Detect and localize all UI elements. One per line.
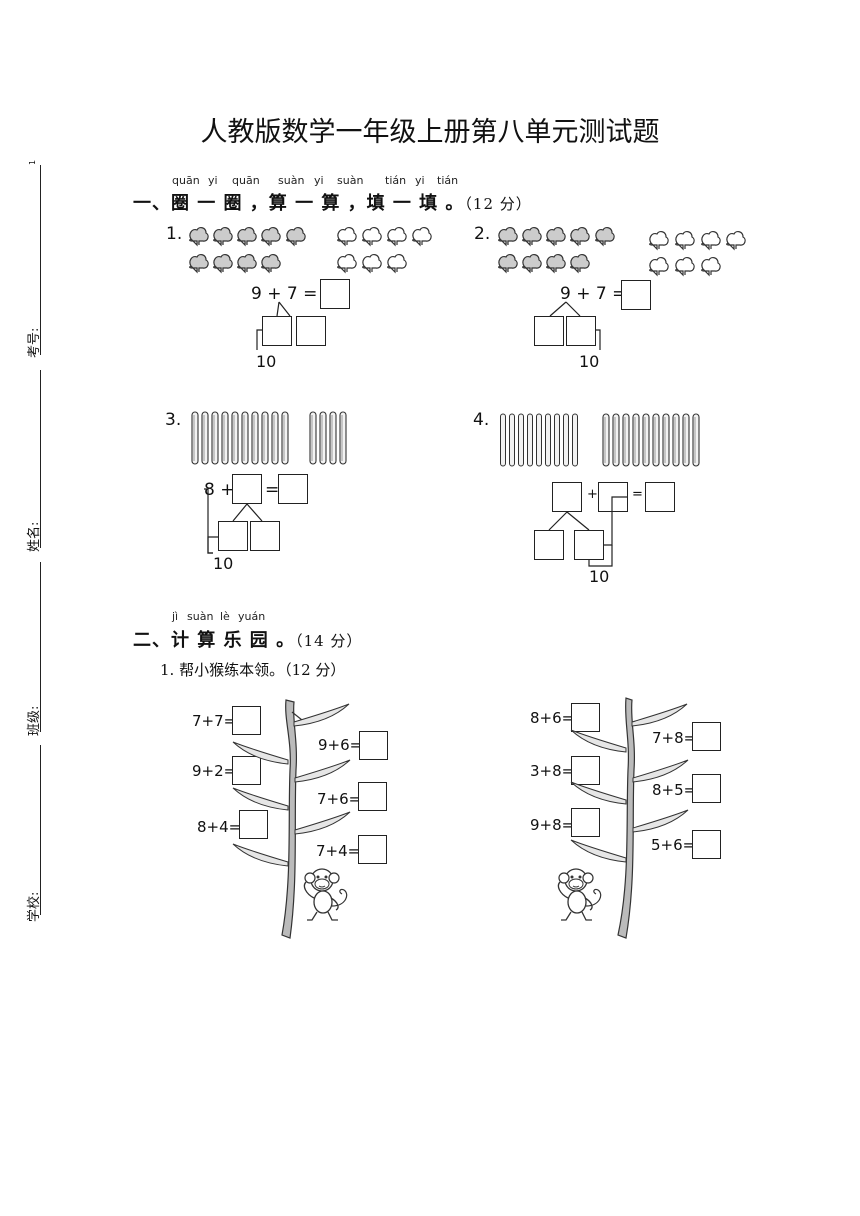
q2-trees <box>498 227 746 276</box>
xingming-line <box>40 370 41 548</box>
q3-left: 8 + <box>204 480 235 500</box>
section2-pinyin-1: jì <box>172 610 179 623</box>
q4-addend-box-2[interactable] <box>598 482 628 512</box>
q1-split-box-2[interactable] <box>296 316 326 346</box>
right-answer-4[interactable] <box>692 774 721 803</box>
kaohao-line <box>40 165 41 355</box>
q1-split-box-1[interactable] <box>262 316 292 346</box>
left-calc-3: 9+2= <box>192 762 237 780</box>
q4-number: 4. <box>473 410 490 430</box>
section1-pinyin-9: tián <box>437 174 459 187</box>
right-calc-1: 8+6= <box>530 709 575 727</box>
margin-tick: 1 <box>28 159 38 166</box>
section1-heading-text: 一、圈 一 圈 ，算 一 算 ，填 一 填 。 <box>133 193 465 214</box>
q2-split-box-2[interactable] <box>566 316 596 346</box>
q3-equals: = <box>265 480 280 500</box>
section2-points: （14 分） <box>295 632 363 650</box>
section1-points: （12 分） <box>464 195 532 213</box>
left-answer-6[interactable] <box>358 835 387 864</box>
section1-pinyin-2: yi <box>208 174 218 187</box>
right-answer-2[interactable] <box>692 722 721 751</box>
right-answer-1[interactable] <box>571 703 600 732</box>
right-calc-2: 7+8= <box>652 729 697 747</box>
left-calc-5: 8+4= <box>197 818 242 836</box>
banji-label: 班级: <box>27 705 42 736</box>
left-calc-4: 7+6= <box>317 790 362 808</box>
xingming-label: 姓名: <box>27 521 42 552</box>
right-calc-3: 3+8= <box>530 762 575 780</box>
right-answer-6[interactable] <box>692 830 721 859</box>
q1-answer-box[interactable] <box>320 279 350 309</box>
q1-equation: 9 + 7 = <box>251 284 318 304</box>
right-answer-3[interactable] <box>571 756 600 785</box>
q2-ten: 10 <box>579 352 600 371</box>
q3-split-box-2[interactable] <box>250 521 280 551</box>
q1-number: 1. <box>166 224 183 244</box>
section2-pinyin-2: suàn <box>187 610 214 623</box>
left-answer-5[interactable] <box>239 810 268 839</box>
left-calc-6: 7+4= <box>316 842 361 860</box>
left-answer-2[interactable] <box>359 731 388 760</box>
section2-pinyin-3: lè <box>220 610 230 623</box>
section1-pinyin-5: yi <box>314 174 324 187</box>
q2-answer-box[interactable] <box>621 280 651 310</box>
q4-split-box-2[interactable] <box>574 530 604 560</box>
page-title: 人教版数学一年级上册第八单元测试题 <box>200 117 660 148</box>
section1-pinyin-4: suàn <box>278 174 305 187</box>
q3-split-box-1[interactable] <box>218 521 248 551</box>
section2-pinyin-4: yuán <box>238 610 266 623</box>
banji-line <box>40 562 41 732</box>
q4-equals: = <box>632 487 643 502</box>
left-answer-1[interactable] <box>232 706 261 735</box>
q3-number: 3. <box>165 410 182 430</box>
kaohao-label: 考号: <box>27 327 42 358</box>
right-calc-4: 8+5= <box>652 781 697 799</box>
xuexiao-line <box>40 745 41 915</box>
section1-pinyin-1: quān <box>172 174 200 187</box>
q4-plus: + <box>587 487 598 502</box>
q1-ten: 10 <box>256 352 277 371</box>
q1-trees <box>189 227 432 273</box>
q4-split-box-1[interactable] <box>534 530 564 560</box>
q4-answer-box[interactable] <box>645 482 675 512</box>
q2-split-box-1[interactable] <box>534 316 564 346</box>
q3-ten: 10 <box>213 554 234 573</box>
left-calc-2: 9+6= <box>318 736 363 754</box>
section1-pinyin-3: quān <box>232 174 260 187</box>
section1-pinyin-6: suàn <box>337 174 364 187</box>
q3-sticks <box>191 411 347 465</box>
section2-subquestion: 1. 帮小猴练本领。（12 分） <box>160 661 346 679</box>
q2-number: 2. <box>474 224 491 244</box>
q2-equation: 9 + 7 = <box>560 284 627 304</box>
xuexiao-label: 学校: <box>27 891 42 922</box>
section2-heading-text: 二、计 算 乐 园 。 <box>133 630 296 651</box>
right-calc-6: 5+6= <box>651 836 696 854</box>
left-calc-1: 7+7= <box>192 712 237 730</box>
right-calc-5: 9+8= <box>530 816 575 834</box>
left-answer-3[interactable] <box>232 756 261 785</box>
section1-heading: 一、圈 一 圈 ，算 一 算 ，填 一 填 。（12 分） <box>133 189 532 215</box>
left-answer-4[interactable] <box>358 782 387 811</box>
right-answer-5[interactable] <box>571 808 600 837</box>
section2-heading: 二、计 算 乐 园 。（14 分） <box>133 626 362 652</box>
q3-addend-box[interactable] <box>232 474 262 504</box>
q3-answer-box[interactable] <box>278 474 308 504</box>
q4-ten: 10 <box>589 567 610 586</box>
section1-pinyin-7: tián <box>385 174 407 187</box>
q4-addend-box-1[interactable] <box>552 482 582 512</box>
section1-pinyin-8: yi <box>415 174 425 187</box>
q4-sticks <box>500 413 700 467</box>
